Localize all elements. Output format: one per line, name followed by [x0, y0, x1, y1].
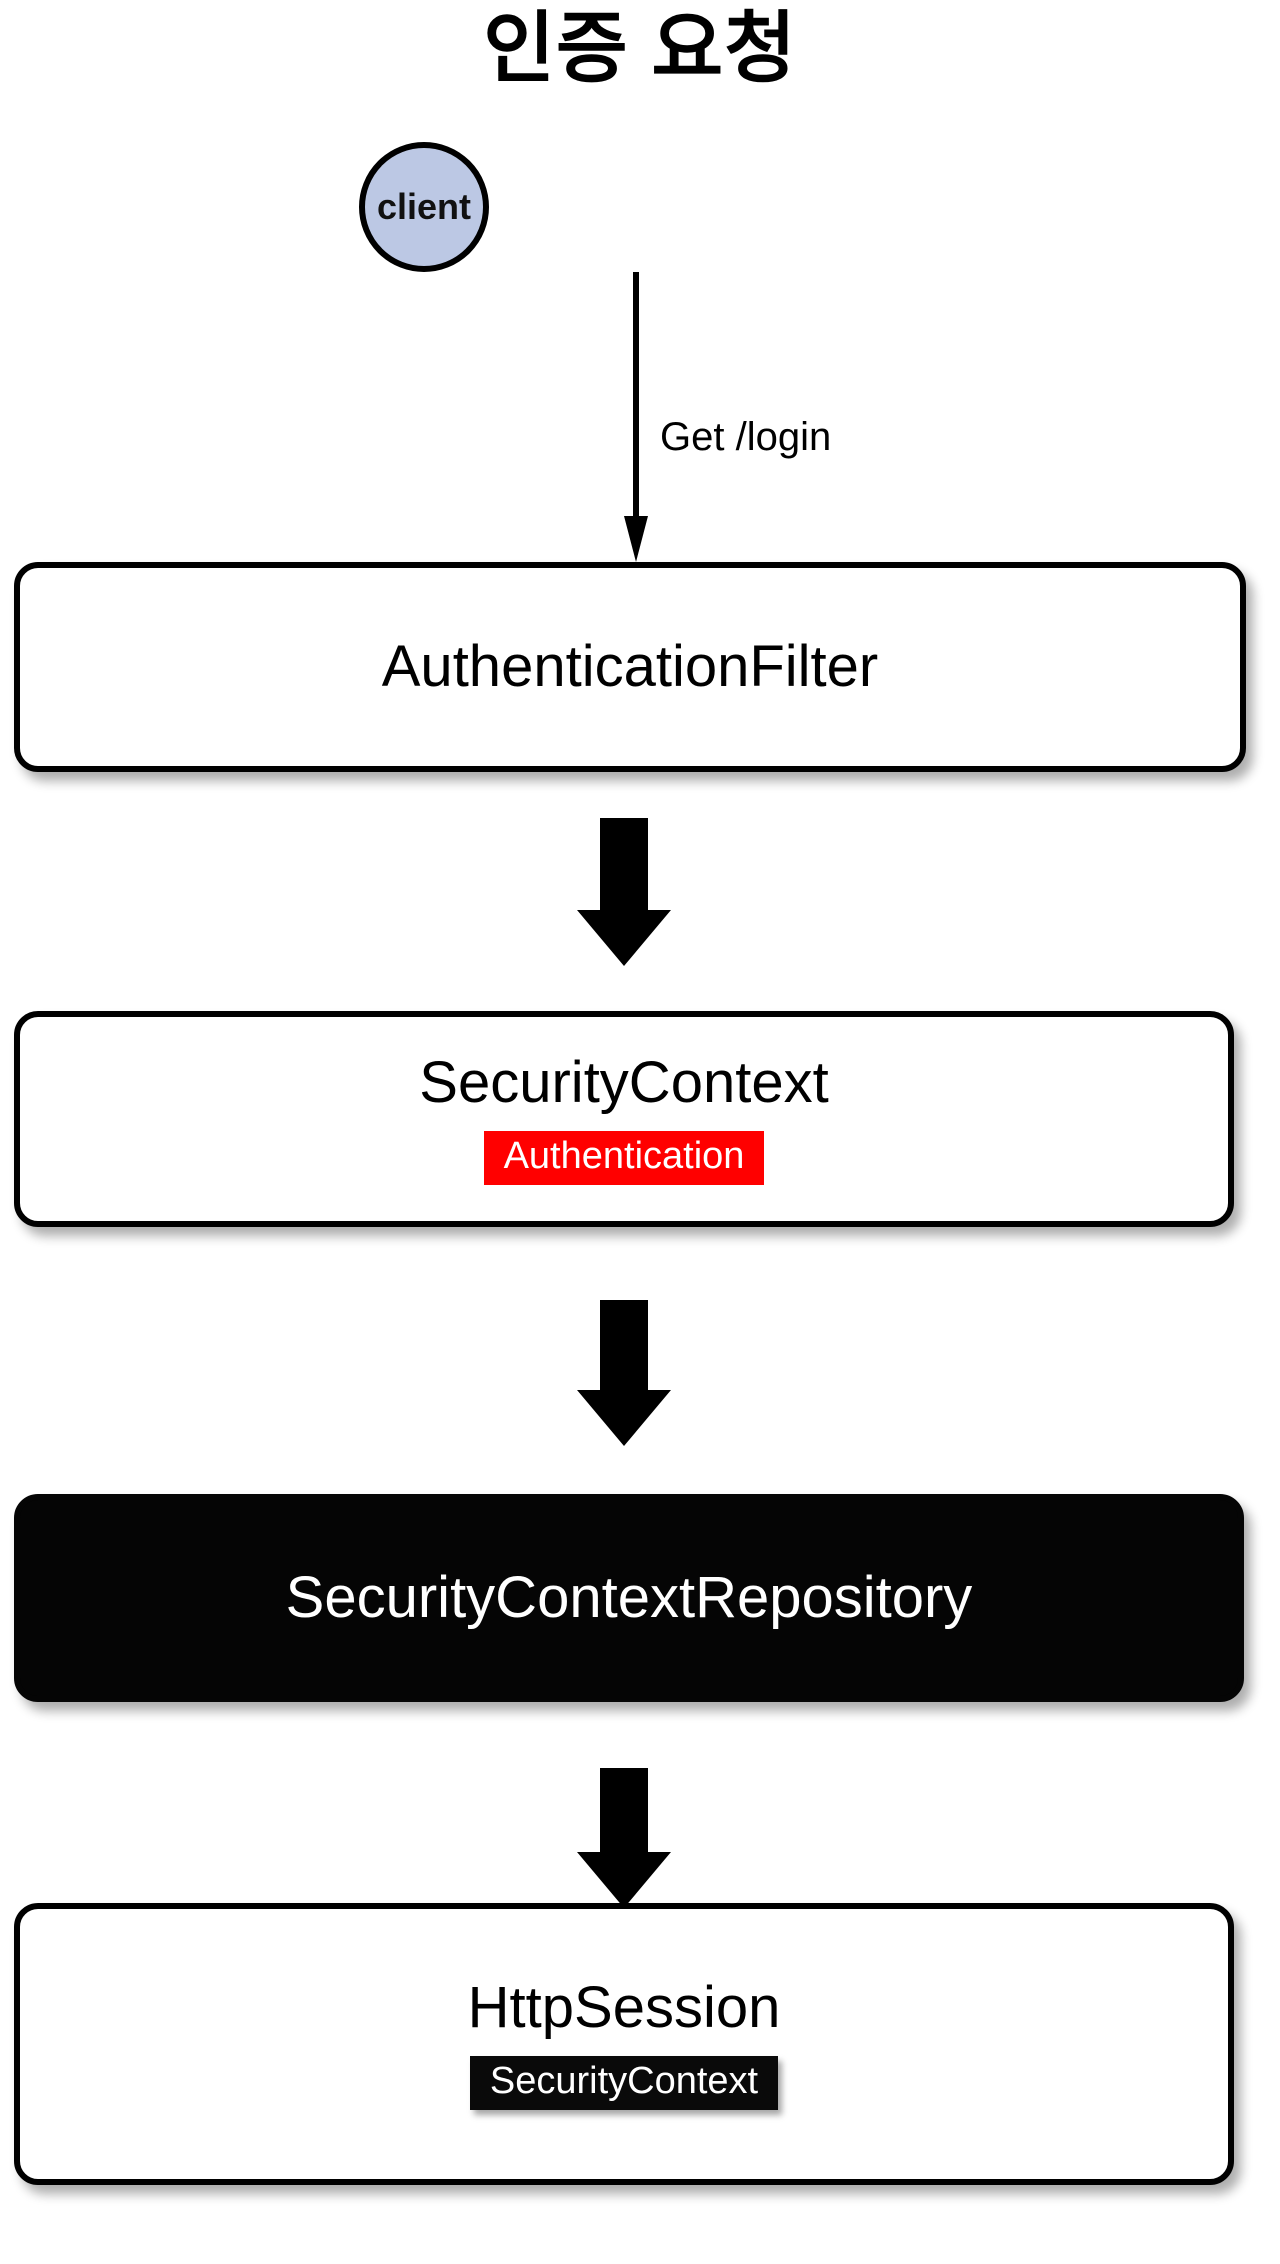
node-authentication-filter[interactable]: AuthenticationFilter: [14, 562, 1246, 772]
diagram-title: 인증 요청: [483, 4, 797, 92]
node-authentication-filter-label: AuthenticationFilter: [381, 633, 879, 699]
arrow-security-context-repository-to-http-session: [577, 1768, 671, 1908]
arrow-shaft: [600, 1768, 648, 1852]
arrow-head-icon: [577, 1390, 671, 1446]
arrow-shaft: [600, 818, 648, 910]
arrow-shaft: [633, 272, 639, 522]
badge-security-context: SecurityContext: [469, 2056, 779, 2111]
badge-authentication: Authentication: [483, 1131, 765, 1186]
node-client-label: client: [376, 186, 472, 227]
node-security-context-repository-label: SecurityContextRepository: [285, 1564, 973, 1630]
node-security-context[interactable]: SecurityContext Authentication: [14, 1011, 1234, 1227]
node-client[interactable]: client: [359, 142, 489, 272]
arrow-authentication-filter-to-security-context: [577, 818, 671, 966]
node-security-context-label: SecurityContext: [419, 1049, 829, 1115]
arrow-shaft: [600, 1300, 648, 1390]
edge-label-get-login: Get /login: [660, 415, 832, 459]
node-http-session[interactable]: HttpSession SecurityContext: [14, 1903, 1234, 2185]
arrow-head-icon: [577, 1852, 671, 1908]
node-security-context-repository[interactable]: SecurityContextRepository: [14, 1494, 1244, 1702]
arrow-security-context-to-security-context-repository: [577, 1300, 671, 1446]
arrow-client-to-authentication-filter: [624, 272, 648, 562]
arrow-head-icon: [624, 516, 648, 562]
arrow-head-icon: [577, 910, 671, 966]
node-http-session-label: HttpSession: [467, 1974, 781, 2040]
